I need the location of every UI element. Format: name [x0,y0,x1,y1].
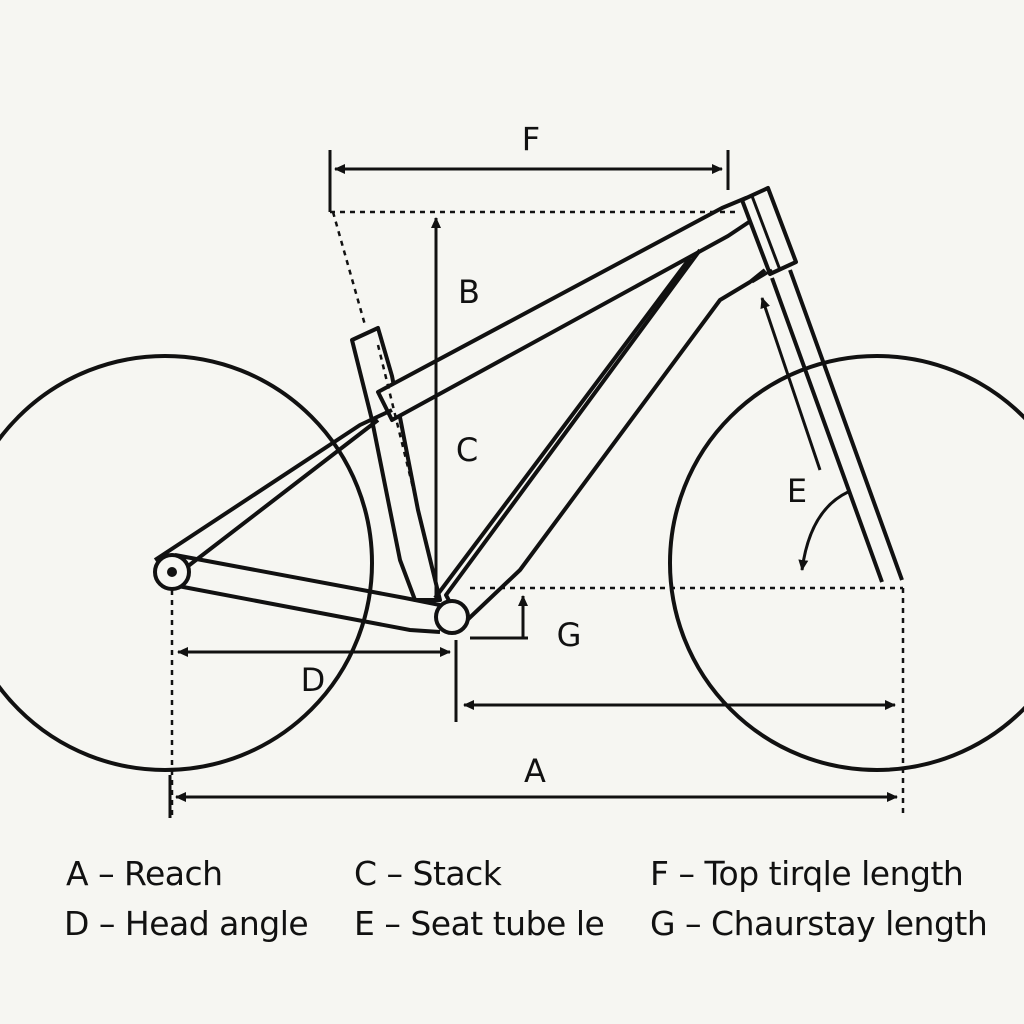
legend-item-d: D – Head angle [64,904,309,943]
front-wheel [668,354,1024,772]
chain-stays [174,553,441,634]
fork [770,269,904,583]
label-b: B [458,273,480,311]
head-tube [740,186,798,276]
top-tube [376,196,754,422]
legend-item-e: E – Seat tube le [354,904,605,943]
label-g: G [557,616,582,654]
bottom-bracket [434,599,470,635]
label-d: D [301,661,326,699]
dim-head-arrow [760,297,822,471]
label-c: C [456,431,478,469]
seat-stays [153,408,393,582]
dim-e-arc [798,490,849,571]
label-e: E [787,472,807,510]
label-a: A [524,752,546,790]
legend-item-a: A – Reach [66,854,223,893]
down-tube [444,248,767,627]
rear-wheel [0,354,374,772]
legend-item-f: F – Top tirqle length [650,854,964,893]
legend-item-g: G – Chaurstay length [650,904,988,943]
legend: A – Reach C – Stack F – Top tirqle lengt… [0,848,1024,958]
label-f: F [522,120,540,158]
seat-tube [350,326,442,602]
legend-item-c: C – Stack [354,854,502,893]
